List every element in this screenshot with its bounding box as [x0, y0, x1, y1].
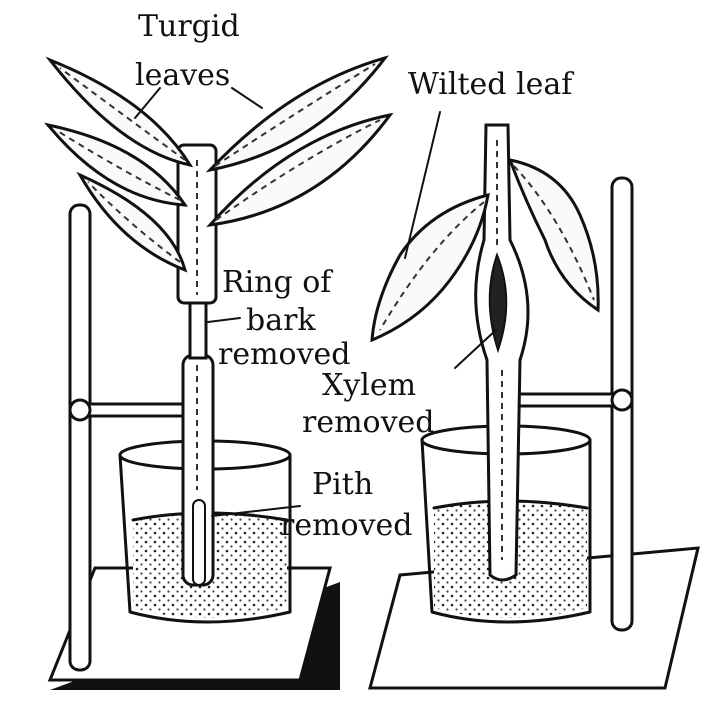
left-clamp-arm	[86, 404, 190, 416]
left-stand-rod	[70, 205, 90, 670]
right-clamp-knob	[612, 390, 632, 410]
right-wilted-leaf-1	[372, 195, 488, 340]
label-pith-line1: Pith	[312, 467, 373, 502]
ring-leader	[208, 318, 240, 322]
label-ring-line3: removed	[218, 337, 351, 372]
label-xylem-line2: removed	[302, 405, 435, 440]
label-ring-line1: Ring of	[222, 265, 333, 300]
left-ring-removed-section	[190, 300, 206, 358]
label-turgid-line2: leaves	[135, 58, 230, 93]
left-pith-cavity	[193, 500, 205, 585]
label-ring-line2: bark	[246, 303, 316, 338]
label-turgid-line1: Turgid	[138, 9, 240, 44]
left-clamp-knob	[70, 400, 90, 420]
right-clamp-arm	[512, 394, 620, 406]
label-xylem-line1: Xylem	[322, 368, 416, 403]
label-pith-line2: removed	[280, 508, 413, 543]
label-wilted-leaf: Wilted leaf	[408, 67, 574, 102]
right-setup	[370, 112, 700, 695]
turgid-leader-right	[232, 88, 262, 108]
